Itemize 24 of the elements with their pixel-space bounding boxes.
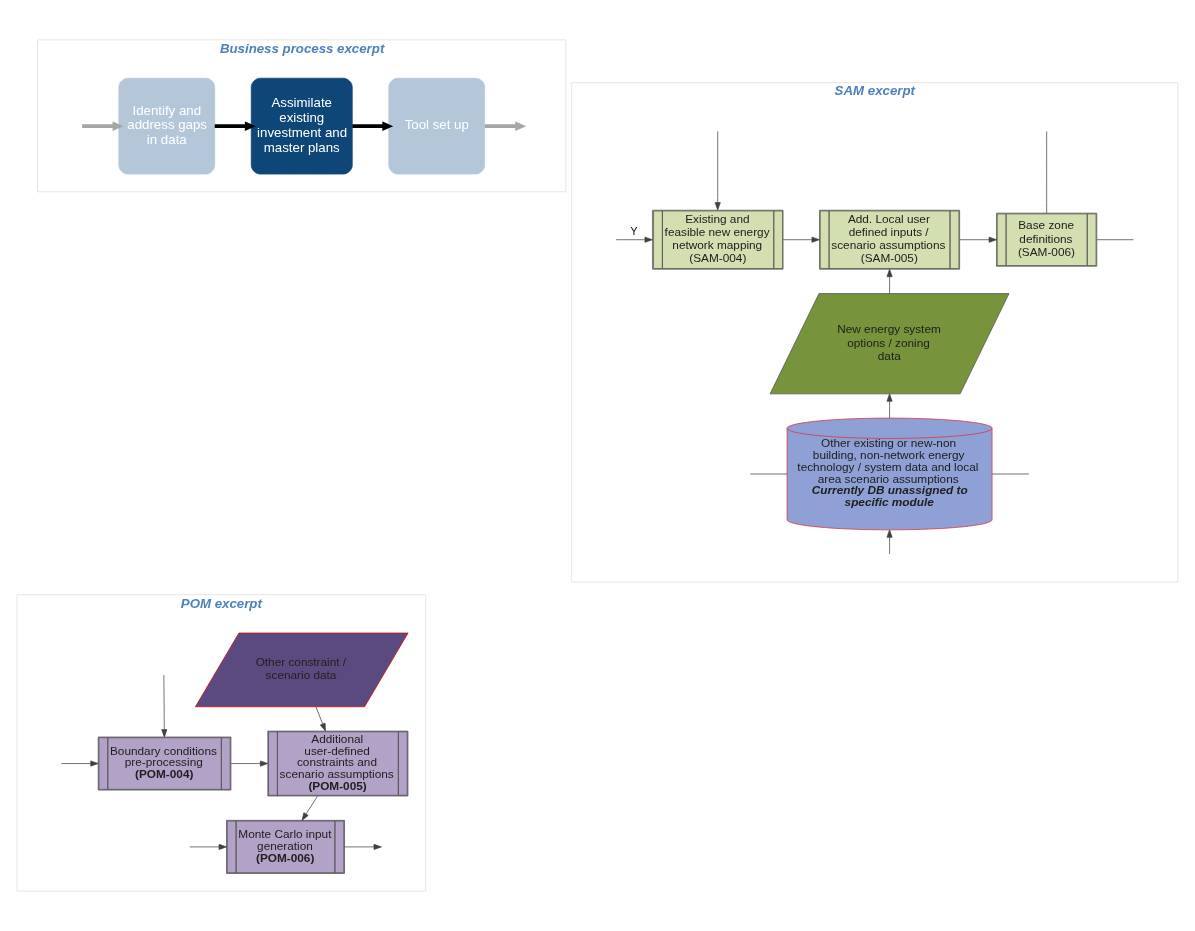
arrow: [886, 529, 893, 555]
node-box: Assimilate existing investment and master plans: [250, 77, 353, 175]
arrow: [615, 236, 653, 243]
arrow: [782, 236, 820, 243]
arrow: [352, 121, 394, 131]
connector: [1046, 131, 1048, 214]
edge-label: Y: [630, 225, 638, 237]
connector: [1096, 239, 1134, 241]
arrow: [82, 121, 124, 131]
arrow: [886, 393, 893, 419]
arrow: [214, 121, 256, 131]
arrow: [886, 268, 893, 294]
arrow: [161, 674, 168, 738]
arrow: [714, 131, 721, 211]
arrow: [959, 236, 997, 243]
arrow: [315, 706, 326, 732]
arrow: [230, 760, 269, 767]
arrow: [344, 843, 382, 850]
arrow: [484, 121, 527, 131]
node-box: Identify and address gaps in data: [118, 77, 216, 175]
arrow: [301, 795, 318, 821]
arrow: [189, 843, 227, 850]
node-box: Tool set up: [388, 77, 486, 175]
arrow: [61, 760, 99, 767]
